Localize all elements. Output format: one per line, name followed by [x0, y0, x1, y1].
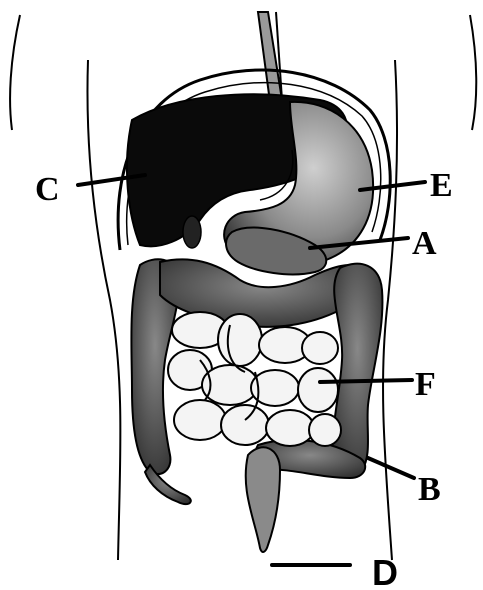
right-arm-outline [470, 15, 476, 130]
label-c: C [35, 171, 60, 208]
label-f: F [415, 366, 436, 403]
gallbladder [183, 216, 201, 248]
left-arm-outline [10, 15, 20, 130]
small-intestine [168, 312, 341, 446]
label-a: A [412, 225, 437, 262]
leader-line-b [368, 458, 414, 478]
esophagus [258, 12, 282, 102]
label-d: D [372, 552, 398, 590]
label-b: B [418, 471, 441, 508]
label-e: E [430, 167, 453, 204]
left-torso-outline [87, 60, 120, 560]
leader-line-f [320, 380, 412, 382]
descending-colon [332, 264, 382, 476]
rectum [246, 447, 280, 552]
appendix [145, 465, 191, 504]
